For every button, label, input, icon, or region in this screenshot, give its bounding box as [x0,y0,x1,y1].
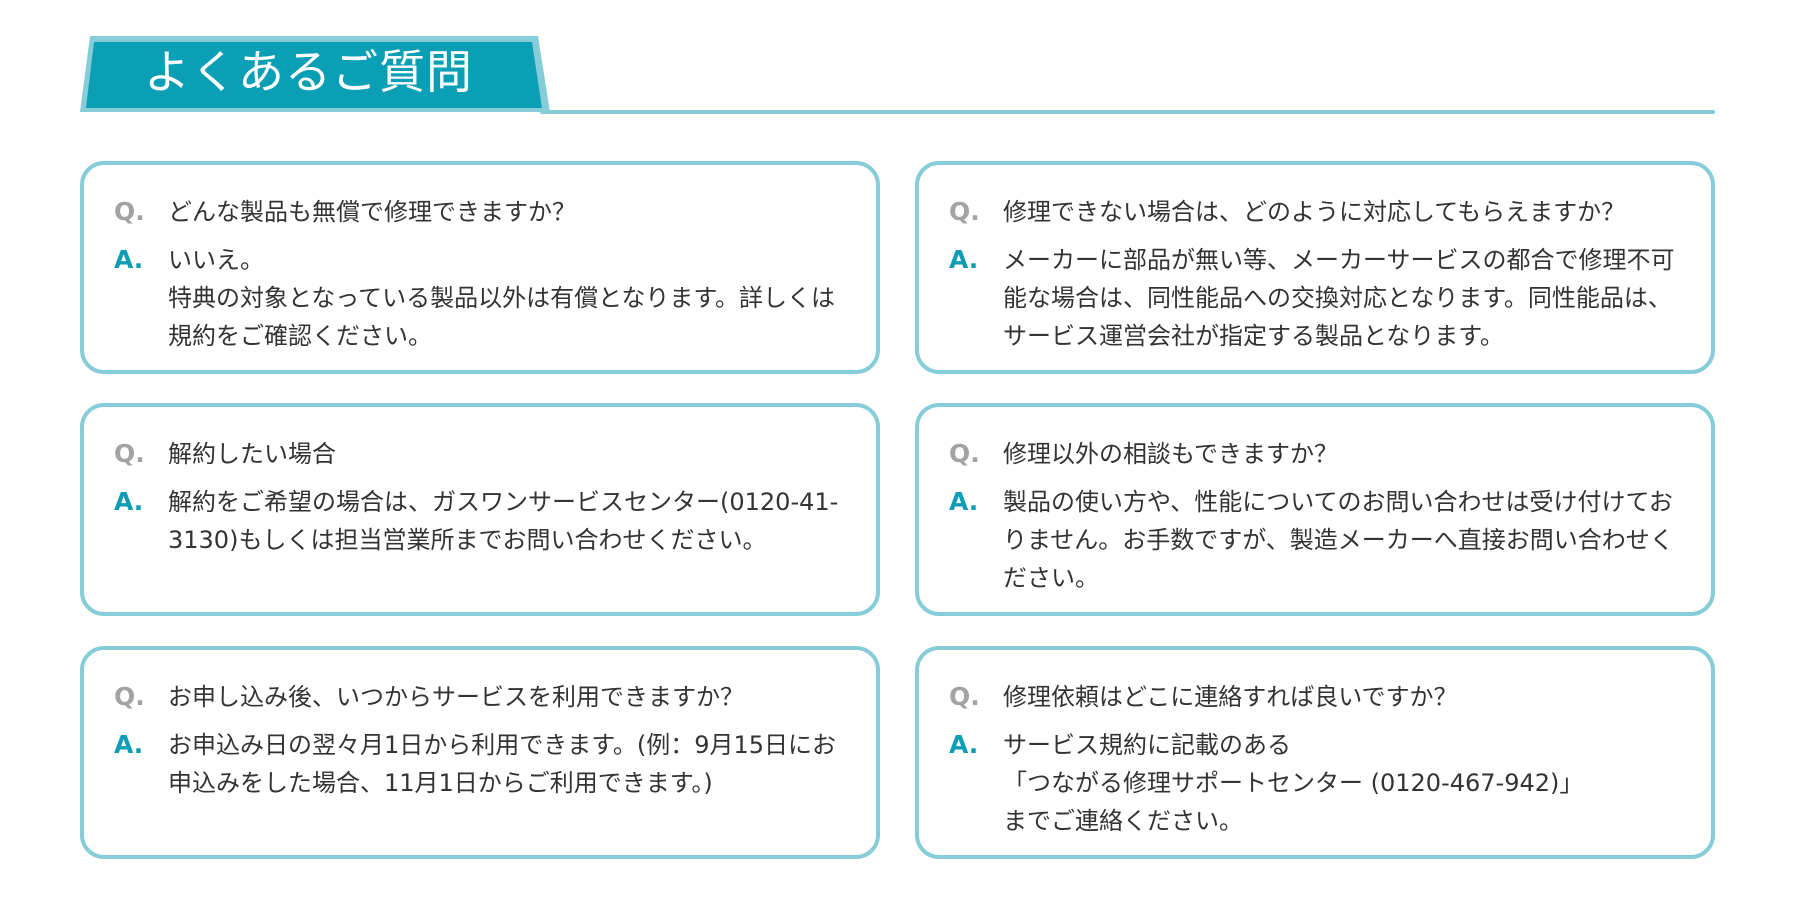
faq-card: Q. お申し込み後、いつからサービスを利用できますか？ A. お申込み日の翌々月1日… [80,646,880,859]
a-label: A. [114,487,144,516]
answer-text: メーカーに部品が無い等、メーカーサービスの都合で修理不可能な場合は、同性能品への… [1003,246,1675,350]
header-tab-shape [80,36,550,112]
faq-question: Q. 修理できない場合は、どのように対応してもらえますか？ [949,193,1685,231]
answer-text: 製品の使い方や、性能についてのお問い合わせは受け付けておりません。お手数ですが、… [1003,488,1674,592]
q-label: Q. [114,682,145,711]
faq-question: Q. お申し込み後、いつからサービスを利用できますか？ [114,678,850,716]
a-label: A. [949,245,979,274]
a-label: A. [949,487,979,516]
faq-answer: A. メーカーに部品が無い等、メーカーサービスの都合で修理不可能な場合は、同性能品… [949,241,1685,355]
question-text: 修理できない場合は、どのように対応してもらえますか？ [1003,198,1626,226]
faq-question: Q. どんな製品も無償で修理できますか？ [114,193,850,231]
faq-question: Q. 修理以外の相談もできますか？ [949,435,1685,473]
faq-question: Q. 解約したい場合 [114,435,850,473]
faq-card: Q. 修理以外の相談もできますか？ A. 製品の使い方や、性能についてのお問い合わせ… [915,403,1715,616]
q-label: Q. [114,197,145,226]
faq-answer: A. 製品の使い方や、性能についてのお問い合わせは受け付けておりません。お手数です… [949,483,1685,597]
header-divider [540,110,1715,114]
faq-answer: A. お申込み日の翌々月1日から利用できます。(例：9月15日にお申込みをした場合… [114,726,850,802]
faq-card: Q. どんな製品も無償で修理できますか？ A. いいえ。 特典の対象となっている製品… [80,161,880,374]
a-label: A. [114,730,144,759]
question-text: どんな製品も無償で修理できますか？ [168,198,576,226]
a-label: A. [949,730,979,759]
q-label: Q. [949,682,980,711]
q-label: Q. [949,197,980,226]
answer-text: いいえ。 特典の対象となっている製品以外は有償となります。詳しくは規約をご確認く… [168,246,835,350]
question-text: 修理以外の相談もできますか？ [1003,440,1339,468]
a-label: A. [114,245,144,274]
answer-text: 解約をご希望の場合は、ガスワンサービスセンター(0120-41-3130)もしく… [168,488,839,554]
question-text: 修理依頼はどこに連絡すれば良いですか？ [1003,683,1458,711]
faq-question: Q. 修理依頼はどこに連絡すれば良いですか？ [949,678,1685,716]
question-text: お申し込み後、いつからサービスを利用できますか？ [168,683,744,711]
faq-answer: A. いいえ。 特典の対象となっている製品以外は有償となります。詳しくは規約をご確… [114,241,850,355]
page-title: よくあるご質問 [144,45,473,99]
faq-answer: A. 解約をご希望の場合は、ガスワンサービスセンター(0120-41-3130)も… [114,483,850,559]
faq-card: Q. 解約したい場合 A. 解約をご希望の場合は、ガスワンサービスセンター(0120… [80,403,880,616]
section-header: よくあるご質問 [78,34,552,114]
q-label: Q. [114,439,145,468]
answer-text: お申込み日の翌々月1日から利用できます。(例：9月15日にお申込みをした場合、1… [168,731,837,797]
question-text: 解約したい場合 [168,440,336,468]
faq-card: Q. 修理依頼はどこに連絡すれば良いですか？ A. サービス規約に記載のある 「つな… [915,646,1715,859]
answer-text: サービス規約に記載のある 「つながる修理サポートセンター (0120-467-9… [1003,731,1584,835]
faq-card: Q. 修理できない場合は、どのように対応してもらえますか？ A. メーカーに部品が無… [915,161,1715,374]
faq-answer: A. サービス規約に記載のある 「つながる修理サポートセンター (0120-467… [949,726,1685,840]
q-label: Q. [949,439,980,468]
